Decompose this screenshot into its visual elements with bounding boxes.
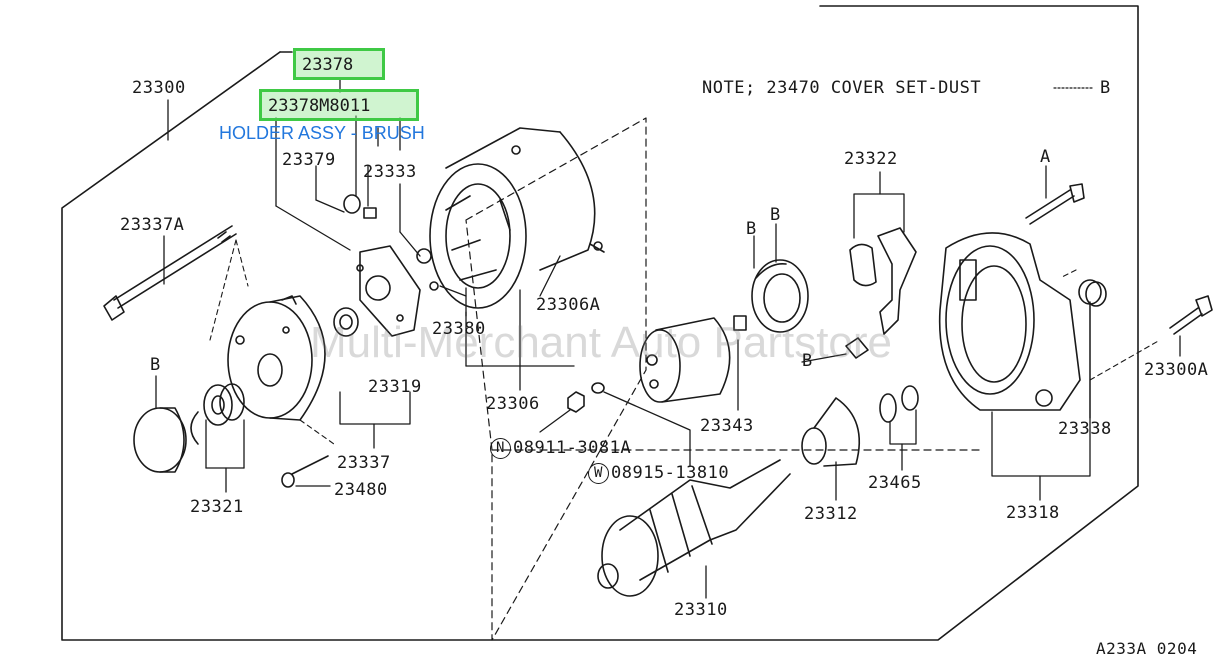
small-pin-part: [845, 337, 869, 359]
label-23333[interactable]: 23333: [363, 162, 417, 182]
label-23337[interactable]: 23337: [337, 453, 391, 473]
bushing-part: [1078, 279, 1107, 307]
label-23343[interactable]: 23343: [700, 416, 754, 436]
label-23322[interactable]: 23322: [844, 149, 898, 169]
diagram-frame: [61, 5, 1139, 641]
front-housing-part: [938, 232, 1081, 411]
washer-symbol: W: [588, 463, 609, 484]
note-ref-b: B: [1100, 78, 1111, 98]
label-23321[interactable]: 23321: [190, 497, 244, 517]
cover-ring-part: [751, 259, 809, 333]
label-23338[interactable]: 23338: [1058, 419, 1112, 439]
selected-part-description: HOLDER ASSY - BRUSH: [219, 123, 425, 143]
label-23306[interactable]: 23306: [486, 394, 540, 414]
nut-symbol: N: [490, 438, 511, 459]
label-23337a[interactable]: 23337A: [120, 215, 185, 235]
assembly-outline: [465, 117, 647, 641]
label-23318[interactable]: 23318: [1006, 503, 1060, 523]
brush-spring-part: [343, 194, 439, 291]
dust-cover-part: [133, 407, 187, 473]
yoke-field-part: [429, 127, 605, 309]
label-23300a[interactable]: 23300A: [1144, 360, 1209, 380]
marker-b-dust-cover: B: [150, 355, 161, 375]
rear-housing-part: [227, 295, 326, 421]
watermark: Multi-Merchant Auto Partstore: [310, 318, 893, 367]
label-23310[interactable]: 23310: [674, 600, 728, 620]
label-23380[interactable]: 23380: [432, 319, 486, 339]
solenoid-part: [639, 315, 747, 403]
through-bolt-part: [103, 225, 237, 321]
label-23300[interactable]: 23300: [132, 78, 186, 98]
armature-part: [597, 459, 791, 597]
brush-holder-part: [333, 245, 421, 337]
highlight-part-23378m8011[interactable]: 23378M8011: [259, 89, 419, 121]
marker-a-bolt: A: [1040, 147, 1051, 167]
mount-bolt-a-part: [1025, 183, 1085, 225]
marker-b-ring-right: B: [770, 205, 781, 225]
label-23465[interactable]: 23465: [868, 473, 922, 493]
screw-part: [281, 455, 329, 488]
label-23319[interactable]: 23319: [368, 377, 422, 397]
leader-lines: [155, 79, 1181, 599]
highlight-part-23378[interactable]: 23378: [293, 48, 385, 80]
note-text: NOTE; 23470 COVER SET-DUST: [702, 78, 982, 98]
marker-b-ring-left: B: [746, 219, 757, 239]
pinion-clutch-part: [801, 385, 919, 467]
nut-washer-part: [567, 382, 605, 413]
marker-b-pin: B: [802, 351, 813, 371]
label-23480[interactable]: 23480: [334, 480, 388, 500]
diagram-code: A233A 0204: [1096, 639, 1198, 658]
washer-part-number: 08915-13810: [611, 463, 730, 483]
label-23312[interactable]: 23312: [804, 504, 858, 524]
label-23306a[interactable]: 23306A: [536, 295, 601, 315]
mount-bolt-part: [1169, 295, 1213, 335]
label-23379[interactable]: 23379: [282, 150, 336, 170]
nut-part-number: 08911-3081A: [513, 438, 632, 458]
shift-lever-part: [849, 227, 917, 335]
